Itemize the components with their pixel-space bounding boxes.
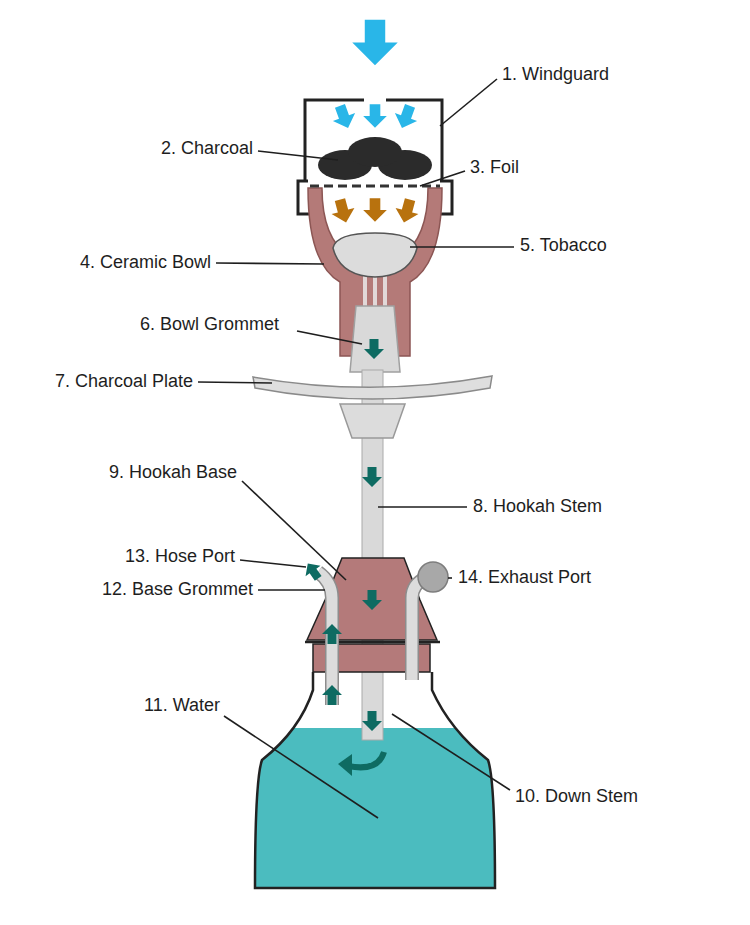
plate-holder [340,404,405,438]
windguard [305,100,442,180]
part-label: 11. Water [144,696,220,716]
part-label: 6. Bowl Grommet [140,315,279,335]
part-label: 4. Ceramic Bowl [80,253,211,273]
part-label: 2. Charcoal [161,139,253,159]
charcoal-plate [253,376,492,399]
air-arrow [329,20,421,132]
heat-arrow [329,197,422,226]
charcoal [318,137,432,180]
part-label: 5. Tobacco [520,236,607,256]
bubble-arrowhead [338,754,352,776]
part-label: 9. Hookah Base [109,463,237,483]
part-label: 12. Base Grommet [102,580,253,600]
part-label: 1. Windguard [502,65,609,85]
part-label: 8. Hookah Stem [473,497,602,517]
bowl-grommet [350,306,400,372]
exhaust-tube [412,578,426,680]
vase [255,672,495,888]
part-label: 14. Exhaust Port [458,568,591,588]
part-label: 10. Down Stem [515,787,638,807]
exhaust-tube-inner [412,578,426,680]
leader-lines [198,79,514,818]
part-label: 7. Charcoal Plate [55,372,193,392]
tobacco [333,233,417,277]
bowl-holes [363,274,387,308]
exhaust-port [418,562,448,592]
bubble-arrow [348,752,384,767]
smoke-arrow [300,339,384,731]
part-label: 13. Hose Port [125,547,235,567]
part-label: 3. Foil [470,158,519,178]
water [250,728,500,893]
